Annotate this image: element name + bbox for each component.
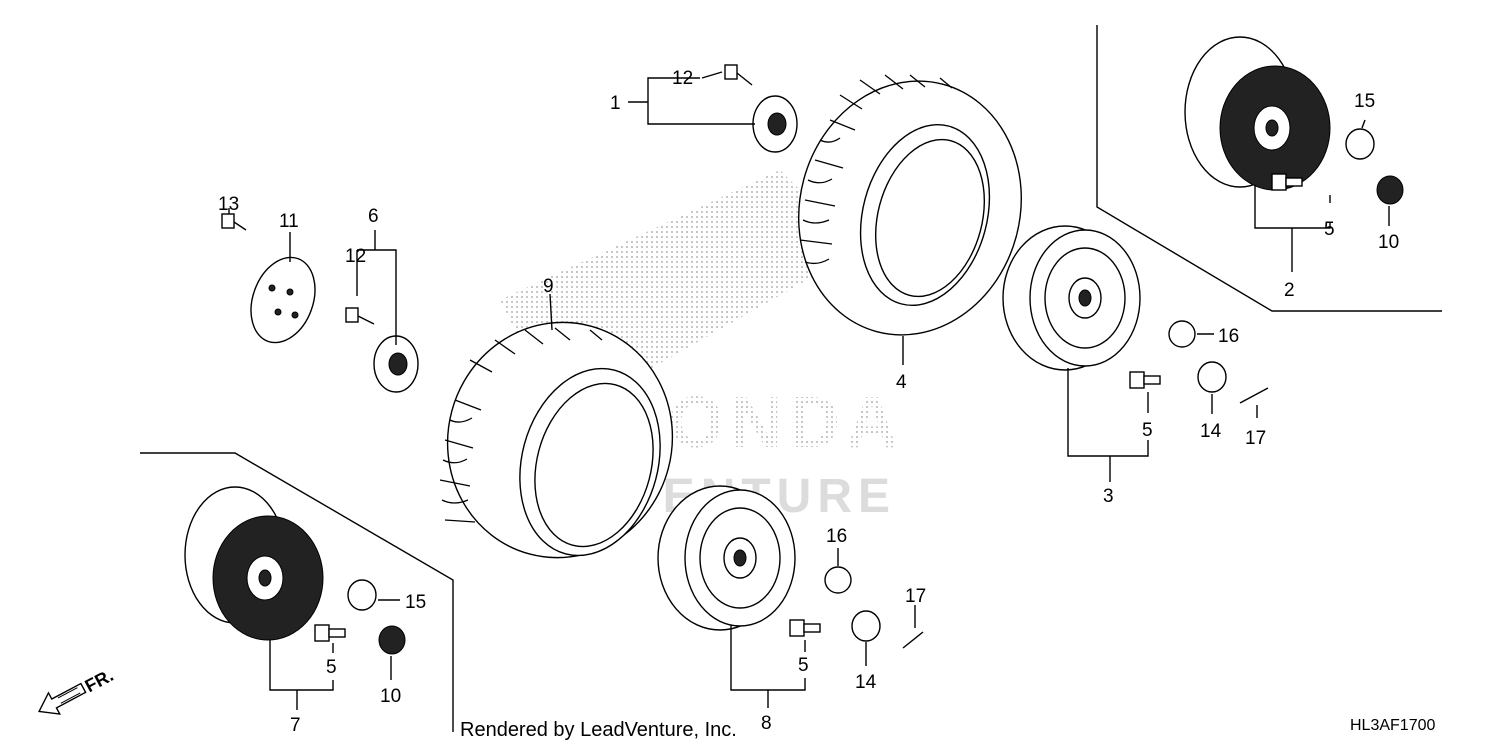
pin-17-b	[902, 631, 924, 649]
callout-15-a: 15	[1354, 91, 1375, 112]
alloy-wheel-7	[184, 486, 324, 641]
callout-5-a: 5	[1324, 219, 1335, 240]
diagram-code: HL3AF1700	[1350, 717, 1436, 734]
callout-4: 4	[896, 372, 907, 393]
boundary-line-right	[1096, 25, 1442, 312]
callout-10-b: 10	[380, 686, 401, 707]
nut-15-a	[1345, 128, 1375, 160]
callout-16-b: 16	[826, 526, 847, 547]
valve-5-a	[1271, 173, 1303, 191]
callout-17-b: 17	[905, 586, 926, 607]
leader-lines	[228, 71, 1390, 710]
spacer-16-b	[824, 566, 852, 594]
callout-12-b: 12	[672, 68, 693, 89]
steel-wheel-3	[1002, 225, 1141, 371]
spacer-16-a	[1168, 320, 1196, 348]
alloy-wheel-2	[1184, 36, 1331, 191]
callout-6: 6	[368, 206, 379, 227]
callout-5-b: 5	[1142, 420, 1153, 441]
callout-13: 13	[218, 194, 239, 215]
callout-3: 3	[1103, 486, 1114, 507]
boundary-line-left	[140, 452, 454, 732]
hub-1	[752, 95, 798, 153]
valve-5-b	[1129, 371, 1161, 389]
callout-2: 2	[1284, 280, 1295, 301]
callout-7: 7	[290, 715, 301, 736]
callout-12-a: 12	[345, 246, 366, 267]
nut-14-a	[1197, 361, 1227, 393]
bolt-12-top	[724, 64, 753, 86]
nut-15-b	[347, 579, 377, 611]
callout-11: 11	[279, 211, 299, 232]
nut-14-b	[851, 610, 881, 642]
callout-8: 8	[761, 713, 772, 734]
rear-tire-4	[798, 74, 1022, 336]
callout-numbers: 1 2 3 4 5 5 5 5 6 7 8 9 10 10 11 12 12 1…	[218, 68, 1399, 736]
callout-9: 9	[543, 276, 554, 297]
valve-5-d	[789, 619, 821, 637]
cap-10-b	[378, 625, 406, 655]
hub-6	[373, 335, 419, 393]
callout-10-a: 10	[1378, 232, 1399, 253]
front-arrow-icon	[38, 682, 87, 715]
callout-16-a: 16	[1218, 326, 1239, 347]
hub-plate-11	[250, 256, 316, 344]
front-tire-9	[439, 321, 674, 559]
front-arrow-label: FR.	[82, 665, 117, 696]
callout-17-a: 17	[1245, 428, 1266, 449]
callout-14-a: 14	[1200, 421, 1222, 442]
steel-wheel-8	[657, 485, 796, 631]
front-direction-indicator: FR.	[38, 665, 117, 715]
bolt-12-left	[345, 307, 375, 325]
valve-5-c	[314, 624, 346, 642]
callout-5-d: 5	[798, 655, 809, 676]
callout-1: 1	[610, 93, 621, 114]
pin-17-a	[1239, 387, 1269, 404]
bolt-13	[221, 213, 247, 231]
callout-5-c: 5	[326, 657, 337, 678]
callout-15-b: 15	[405, 592, 426, 613]
callout-14-b: 14	[855, 672, 877, 693]
cap-10-a	[1376, 175, 1404, 205]
rendered-by-text: Rendered by LeadVenture, Inc.	[460, 719, 737, 741]
